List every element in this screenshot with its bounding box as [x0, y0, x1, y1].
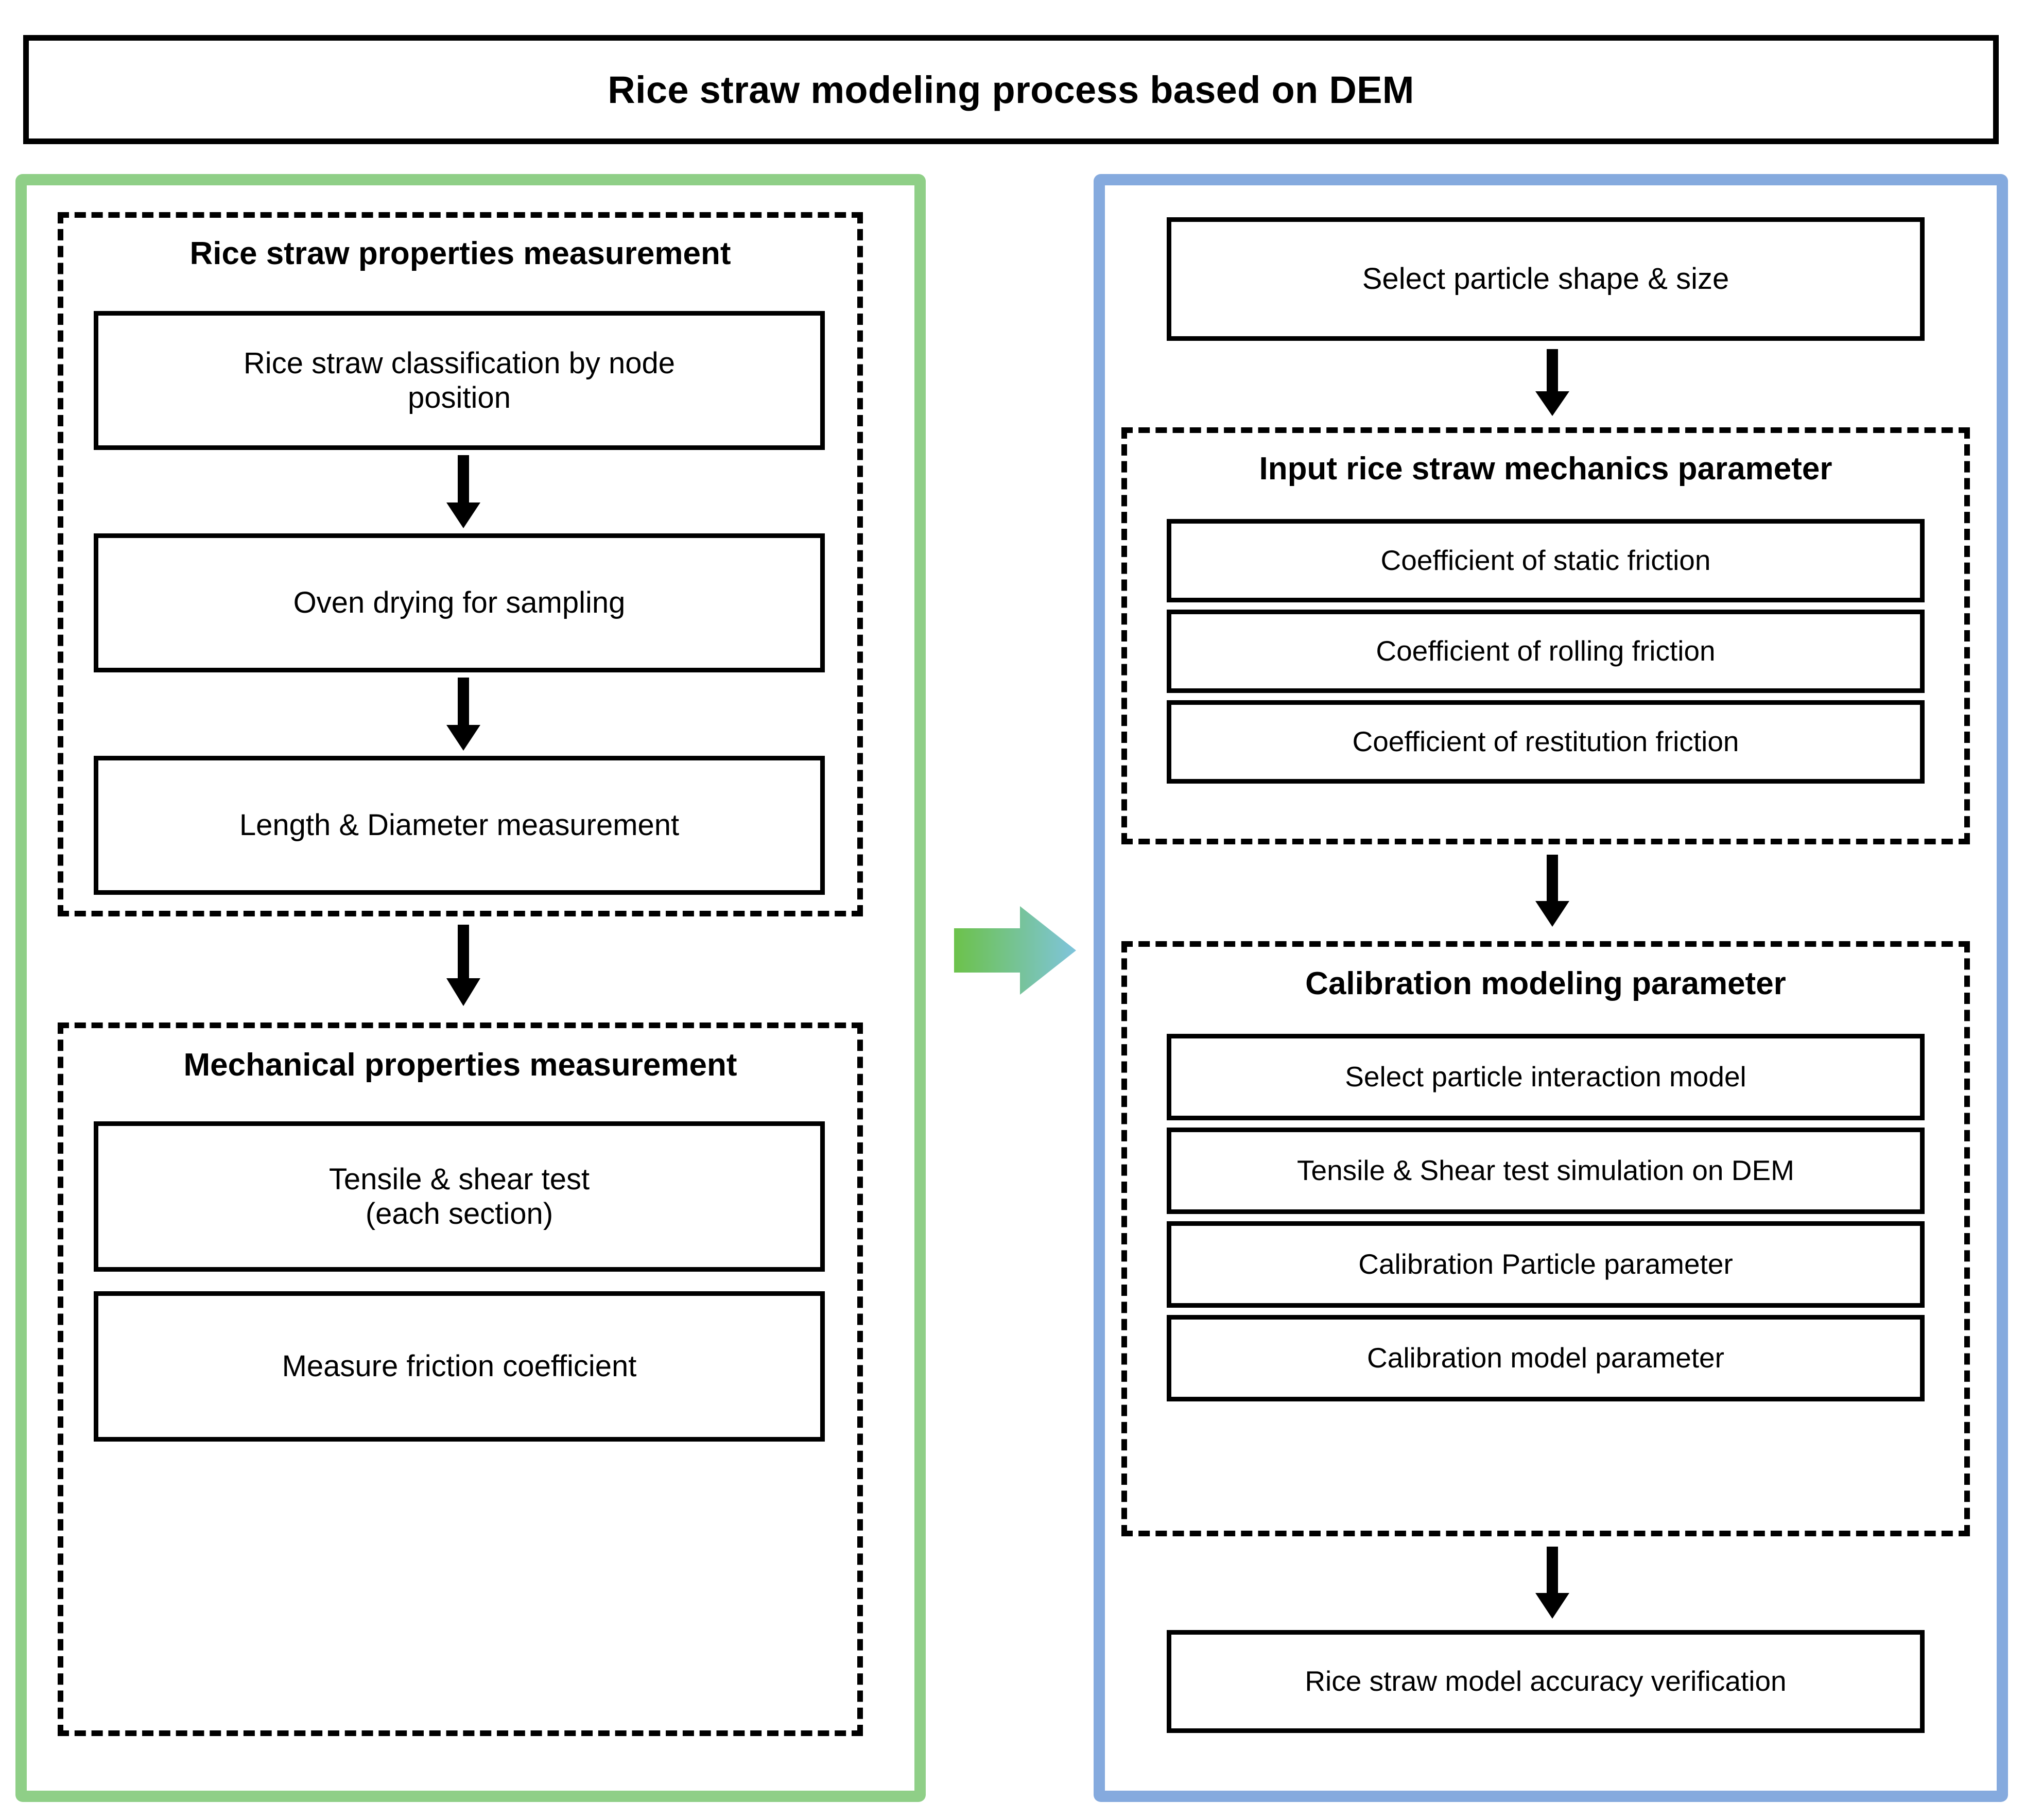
- group-input-rice-straw-mechanics-parameter: Input rice straw mechanics parameter: [1121, 427, 1970, 844]
- node-coefficient-restitution-friction[interactable]: Coefficient of restitution friction: [1167, 700, 1925, 784]
- group-calibration-modeling-parameter: Calibration modeling parameter: [1121, 941, 1970, 1536]
- node-select-particle-interaction-model[interactable]: Select particle interaction model: [1167, 1034, 1925, 1120]
- arrow-down-icon: [1535, 855, 1569, 927]
- node-length-diameter-measurement[interactable]: Length & Diameter measurement: [94, 756, 825, 895]
- node-rice-straw-model-accuracy-verification[interactable]: Rice straw model accuracy verification: [1167, 1630, 1925, 1733]
- node-label: Calibration Particle parameter: [1358, 1248, 1733, 1280]
- arrow-down-icon: [446, 678, 480, 751]
- node-label: Coefficient of rolling friction: [1376, 635, 1716, 667]
- node-label: Coefficient of static friction: [1380, 544, 1711, 577]
- node-label: Select particle shape & size: [1362, 262, 1729, 296]
- arrow-down-icon: [1535, 1547, 1569, 1619]
- group-heading-calibration-modeling: Calibration modeling parameter: [1305, 966, 1786, 1001]
- left-panel-rice-straw-properties: Rice straw properties measurement Rice s…: [15, 174, 926, 1802]
- group-heading-mechanical-properties: Mechanical properties measurement: [183, 1047, 737, 1083]
- group-heading-rice-straw-properties: Rice straw properties measurement: [189, 236, 731, 271]
- node-label: Measure friction coefficient: [282, 1349, 637, 1383]
- node-rice-straw-classification[interactable]: Rice straw classification by node positi…: [94, 311, 825, 450]
- arrow-down-icon: [446, 455, 480, 528]
- node-measure-friction-coefficient[interactable]: Measure friction coefficient: [94, 1291, 825, 1442]
- right-panel-dem-modeling: Select particle shape & size Input rice …: [1094, 174, 2008, 1802]
- node-label: Oven drying for sampling: [293, 586, 626, 620]
- node-label: Calibration model parameter: [1367, 1342, 1724, 1374]
- node-label: Rice straw model accuracy verification: [1305, 1665, 1787, 1697]
- node-calibration-model-parameter[interactable]: Calibration model parameter: [1167, 1315, 1925, 1401]
- node-coefficient-static-friction[interactable]: Coefficient of static friction: [1167, 519, 1925, 602]
- arrow-down-icon: [446, 925, 480, 1006]
- group-rice-straw-properties-measurement: Rice straw properties measurement: [58, 212, 863, 916]
- node-label: Tensile & shear test (each section): [328, 1162, 590, 1230]
- diagram-title: Rice straw modeling process based on DEM: [608, 68, 1414, 111]
- node-select-particle-shape-size[interactable]: Select particle shape & size: [1167, 217, 1925, 341]
- node-label: Coefficient of restitution friction: [1352, 725, 1739, 758]
- node-tensile-shear-simulation-dem[interactable]: Tensile & Shear test simulation on DEM: [1167, 1128, 1925, 1214]
- node-label: Length & Diameter measurement: [239, 808, 680, 842]
- diagram-title-box: Rice straw modeling process based on DEM: [23, 35, 1999, 144]
- node-label: Tensile & Shear test simulation on DEM: [1297, 1154, 1794, 1187]
- node-tensile-shear-test[interactable]: Tensile & shear test (each section): [94, 1121, 825, 1272]
- node-coefficient-rolling-friction[interactable]: Coefficient of rolling friction: [1167, 610, 1925, 693]
- group-mechanical-properties-measurement: Mechanical properties measurement: [58, 1022, 863, 1736]
- arrow-right-gradient-icon: [954, 906, 1076, 995]
- node-oven-drying[interactable]: Oven drying for sampling: [94, 533, 825, 672]
- node-calibration-particle-parameter[interactable]: Calibration Particle parameter: [1167, 1221, 1925, 1308]
- node-label: Select particle interaction model: [1345, 1061, 1746, 1093]
- arrow-down-icon: [1535, 349, 1569, 416]
- node-label: Rice straw classification by node positi…: [243, 346, 676, 414]
- group-heading-input-mechanics: Input rice straw mechanics parameter: [1259, 451, 1832, 487]
